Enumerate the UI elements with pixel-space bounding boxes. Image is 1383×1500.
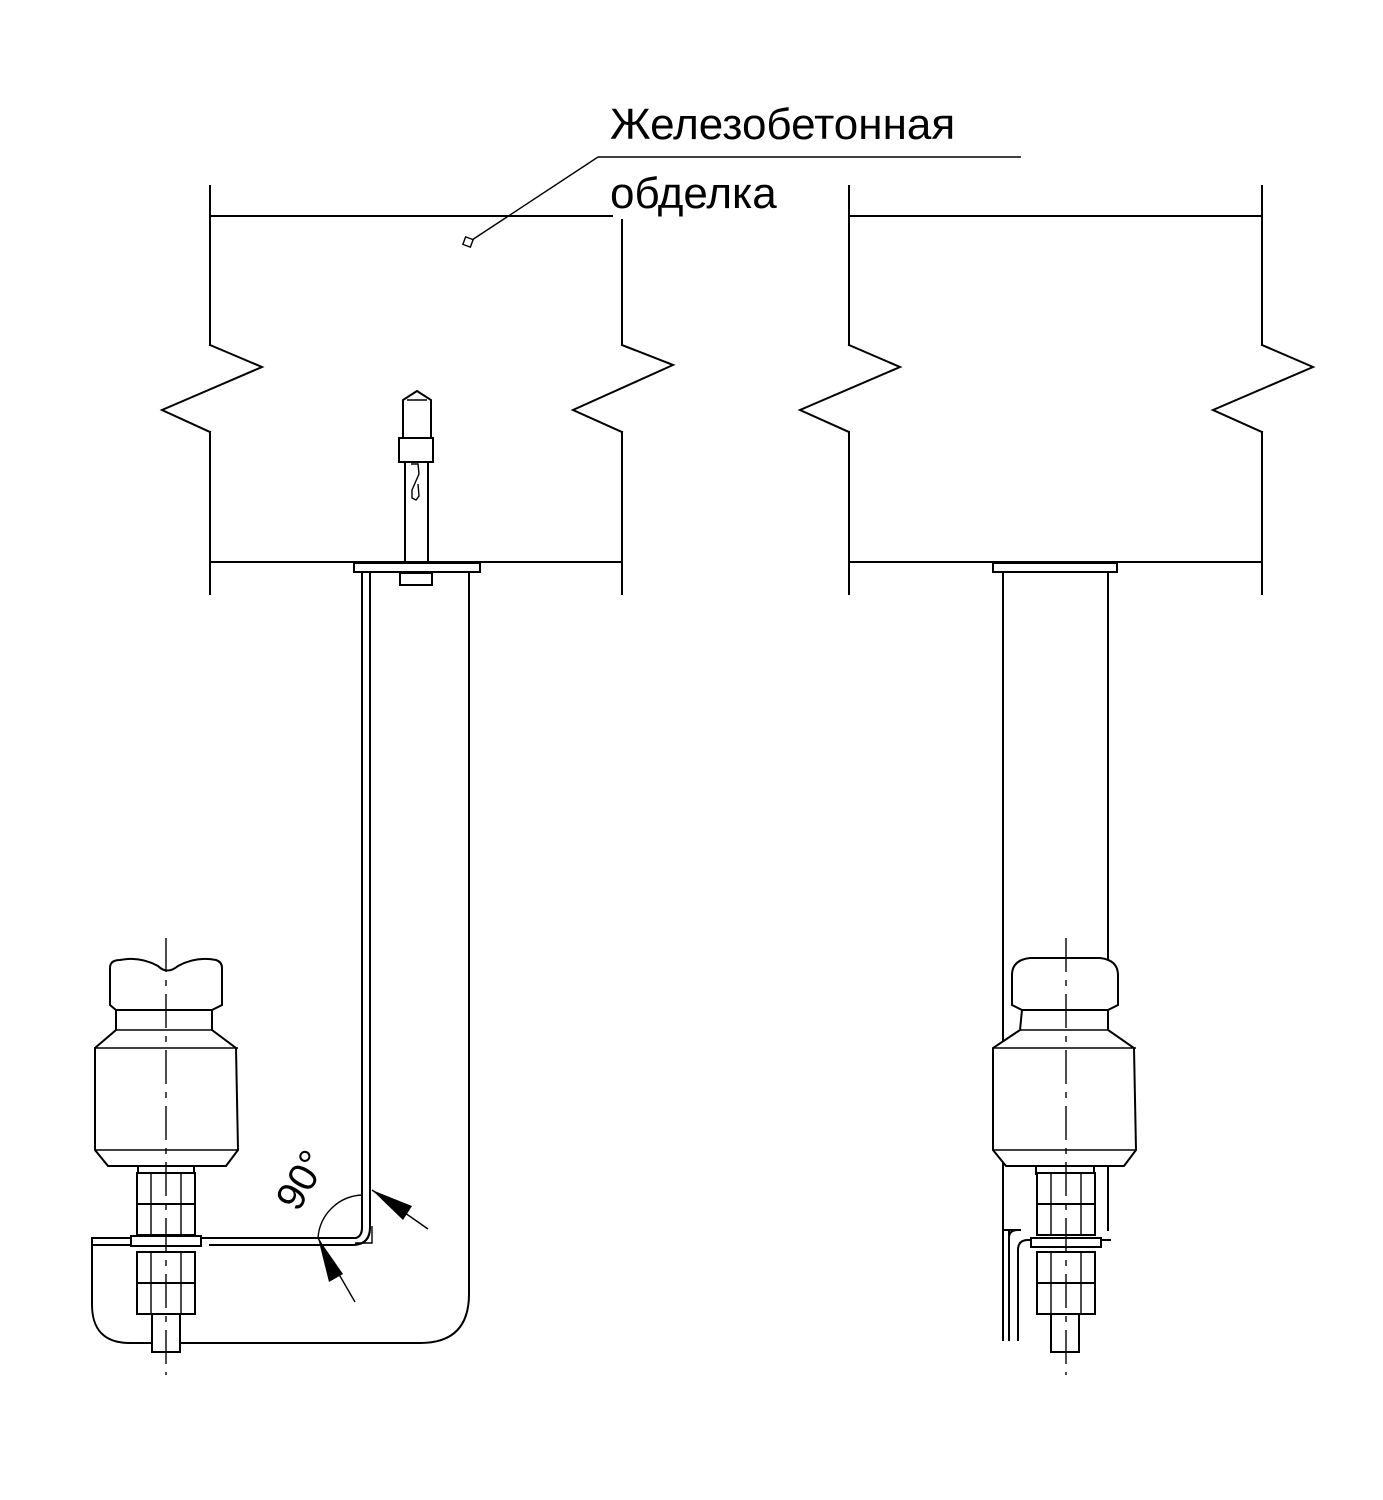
insulator-right — [992, 957, 1138, 1175]
left-view: 90° — [90, 156, 1021, 1375]
bracket-left — [90, 571, 470, 1344]
concrete-lining-left — [159, 185, 676, 595]
callout-label-line1: Железобетонная — [610, 100, 956, 149]
callout-leader — [461, 156, 1021, 249]
anchor-bolt — [398, 389, 434, 586]
callout-label-line2: обделка — [610, 169, 777, 218]
concrete-lining-right — [797, 185, 1316, 595]
angle-dimension: 90° — [268, 1143, 429, 1303]
right-view — [797, 185, 1316, 1375]
base-plate-left — [353, 562, 481, 573]
angle-label: 90° — [268, 1143, 336, 1217]
base-plate-right — [992, 562, 1118, 573]
